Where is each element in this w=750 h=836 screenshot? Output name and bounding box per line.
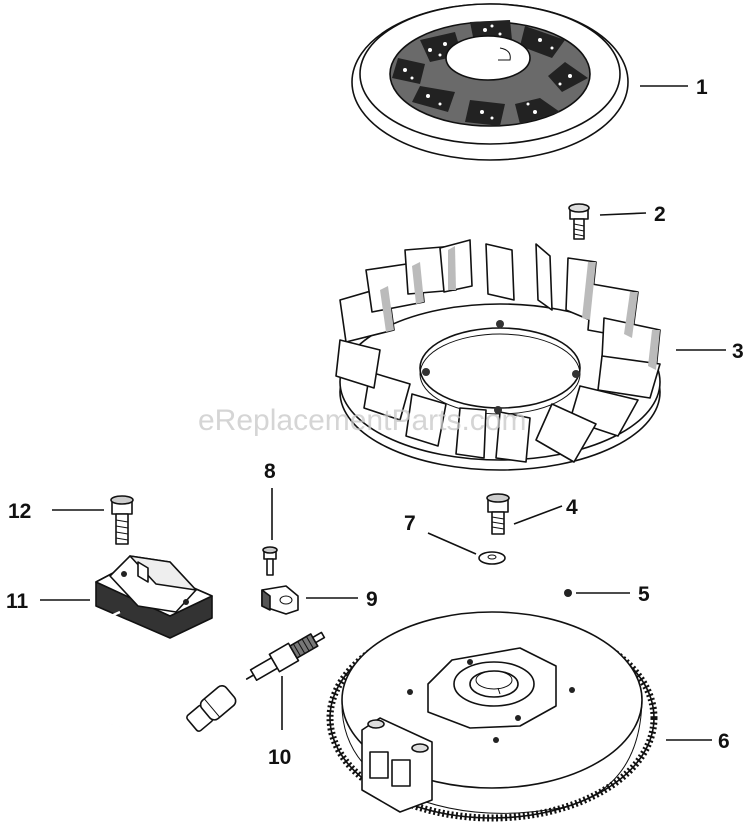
leader-7 bbox=[427, 532, 477, 555]
callout-1: 1 bbox=[696, 76, 708, 99]
callout-5: 5 bbox=[638, 583, 650, 606]
part-10-spark-plug bbox=[245, 631, 326, 681]
part-6-flywheel bbox=[326, 611, 658, 822]
callout-3: 3 bbox=[732, 340, 744, 363]
callout-10: 10 bbox=[268, 746, 291, 769]
callout-8: 8 bbox=[264, 460, 276, 483]
part-9-clamp bbox=[261, 585, 299, 615]
callout-11: 11 bbox=[6, 590, 29, 613]
callout-2: 2 bbox=[654, 203, 666, 226]
callout-4: 4 bbox=[566, 496, 578, 519]
part-11-ignition-module bbox=[67, 555, 237, 734]
callout-6: 6 bbox=[718, 730, 730, 753]
part-2-screw bbox=[568, 203, 590, 240]
leader-2 bbox=[599, 212, 647, 216]
callout-7: 7 bbox=[404, 512, 416, 535]
part-8-screw bbox=[262, 546, 278, 576]
callout-9: 9 bbox=[366, 588, 378, 611]
part-4-bolt bbox=[486, 493, 510, 535]
leader-4 bbox=[513, 505, 563, 525]
part-3-fan bbox=[335, 239, 661, 471]
part-5-key bbox=[564, 589, 572, 597]
part-12-bolt bbox=[110, 495, 134, 545]
watermark-text: eReplacementParts.com bbox=[198, 404, 526, 437]
part-7-washer bbox=[478, 551, 506, 565]
part-1-fan-screen bbox=[351, 3, 629, 161]
callout-12: 12 bbox=[8, 500, 31, 523]
